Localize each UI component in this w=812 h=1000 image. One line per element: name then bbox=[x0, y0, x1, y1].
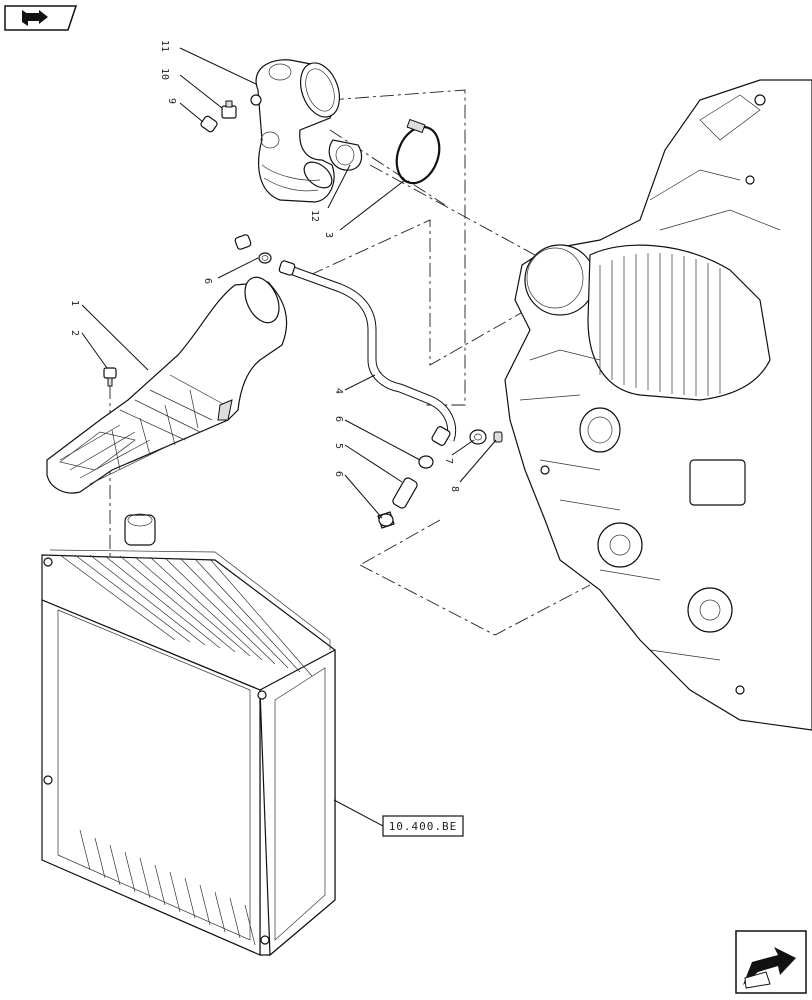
elbow-air-duct bbox=[250, 59, 341, 203]
callout-12: 12 bbox=[309, 210, 320, 222]
engine bbox=[504, 79, 812, 731]
clip-and-bolt bbox=[469, 429, 503, 445]
callout-6-upper: 6 bbox=[202, 278, 213, 284]
clamp-12 bbox=[328, 139, 363, 171]
callout-10: 10 bbox=[159, 68, 170, 80]
callout-4: 4 bbox=[333, 388, 344, 394]
callout-3: 3 bbox=[323, 232, 334, 238]
callout-1: 1 bbox=[69, 300, 80, 306]
book-arrow-icon[interactable] bbox=[4, 5, 78, 31]
clamp-upper bbox=[258, 252, 272, 264]
callout-5: 5 bbox=[333, 443, 344, 449]
callout-8: 8 bbox=[449, 486, 460, 492]
air-intake-duct bbox=[46, 276, 288, 494]
callout-9: 9 bbox=[166, 98, 177, 104]
ring-seal bbox=[395, 118, 441, 185]
long-pipe bbox=[278, 260, 457, 446]
callout-7: 7 bbox=[443, 458, 454, 464]
radiator bbox=[41, 513, 336, 957]
bolt bbox=[103, 367, 117, 387]
next-page-arrow-icon[interactable] bbox=[735, 930, 807, 994]
callout-labels: 11 10 9 12 3 6 1 2 4 6 5 6 7 8 bbox=[69, 40, 460, 492]
callout-11: 11 bbox=[159, 40, 170, 52]
callout-6-lower: 6 bbox=[333, 471, 344, 477]
lower-hose-set bbox=[377, 455, 434, 529]
callout-2: 2 bbox=[69, 330, 80, 336]
leader-lines bbox=[81, 47, 497, 827]
callout-6-middle: 6 bbox=[333, 416, 344, 422]
reference-box[interactable]: 10.400.BE bbox=[382, 815, 464, 837]
fitting bbox=[221, 100, 237, 119]
small-hose bbox=[192, 115, 257, 252]
reference-label: 10.400.BE bbox=[389, 820, 458, 833]
